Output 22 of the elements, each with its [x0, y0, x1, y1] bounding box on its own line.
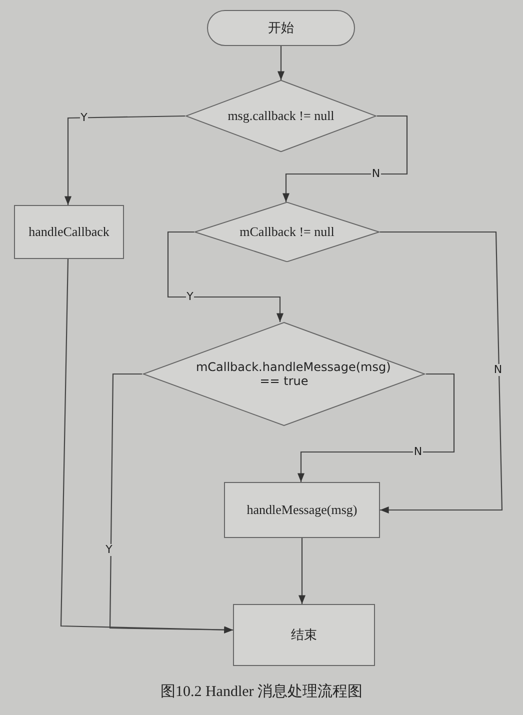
figure-caption: 图10.2 Handler 消息处理流程图: [159, 682, 364, 701]
arrow: [282, 115, 408, 202]
decision-diamond: mCallback != null: [194, 202, 380, 262]
arrow: [297, 373, 455, 482]
decision-diamond: mCallback.handleMessage(msg) == true: [142, 322, 426, 426]
process-box: handleCallback: [14, 205, 124, 259]
start-terminal: 开始: [207, 10, 355, 46]
arrow: [60, 258, 234, 634]
decision-diamond: msg.callback != null: [185, 80, 377, 152]
arrow: [167, 231, 284, 322]
arrow: [277, 46, 285, 80]
edge-label: Y: [80, 112, 88, 124]
edge-label: Y: [186, 291, 194, 303]
arrow: [64, 115, 185, 205]
edge-label: N: [370, 168, 382, 180]
edge-label: N: [412, 446, 424, 458]
arrow: [298, 538, 306, 604]
process-box: handleMessage(msg): [224, 482, 380, 538]
arrow: [380, 231, 503, 514]
end-box: 结束: [233, 604, 375, 666]
edge-label: Y: [104, 544, 114, 556]
edge-label: N: [492, 364, 504, 376]
